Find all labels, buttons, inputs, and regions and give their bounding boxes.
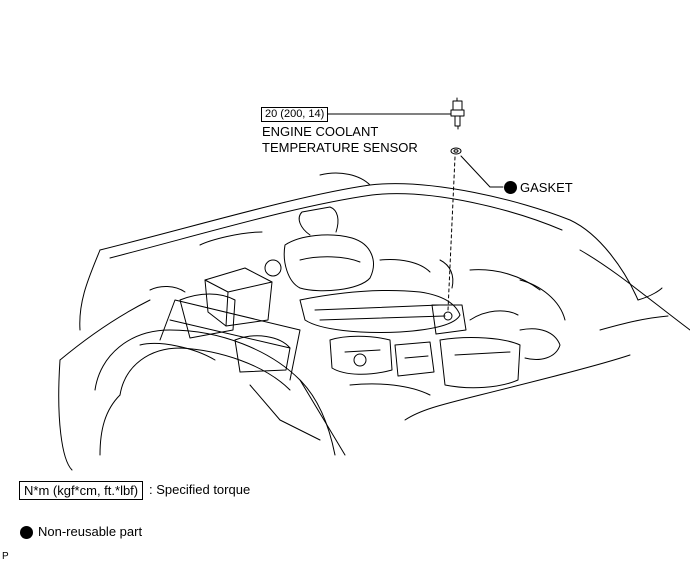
- torque-units-box: N*m (kgf*cm, ft.*lbf): [19, 481, 144, 500]
- gasket-ring-icon: [450, 147, 462, 155]
- nonreusable-marker-icon: [504, 181, 517, 194]
- sensor-label-line1: ENGINE COOLANT: [262, 124, 379, 139]
- torque-value-box: 20 (200, 14): [261, 107, 329, 122]
- filled-circle-icon: [20, 526, 33, 539]
- gasket-leader-line: [460, 155, 504, 188]
- sensor-label-line2: TEMPERATURE SENSOR: [262, 140, 418, 155]
- engine-bay-drawing: [58, 172, 690, 471]
- install-guide-line: [447, 156, 456, 311]
- coolant-sensor-icon: [450, 97, 465, 130]
- footer-code: P: [2, 551, 9, 562]
- gasket-label: GASKET: [520, 180, 573, 195]
- torque-legend-desc: : Specified torque: [149, 482, 251, 497]
- nonreusable-legend-desc: Non-reusable part: [38, 524, 143, 539]
